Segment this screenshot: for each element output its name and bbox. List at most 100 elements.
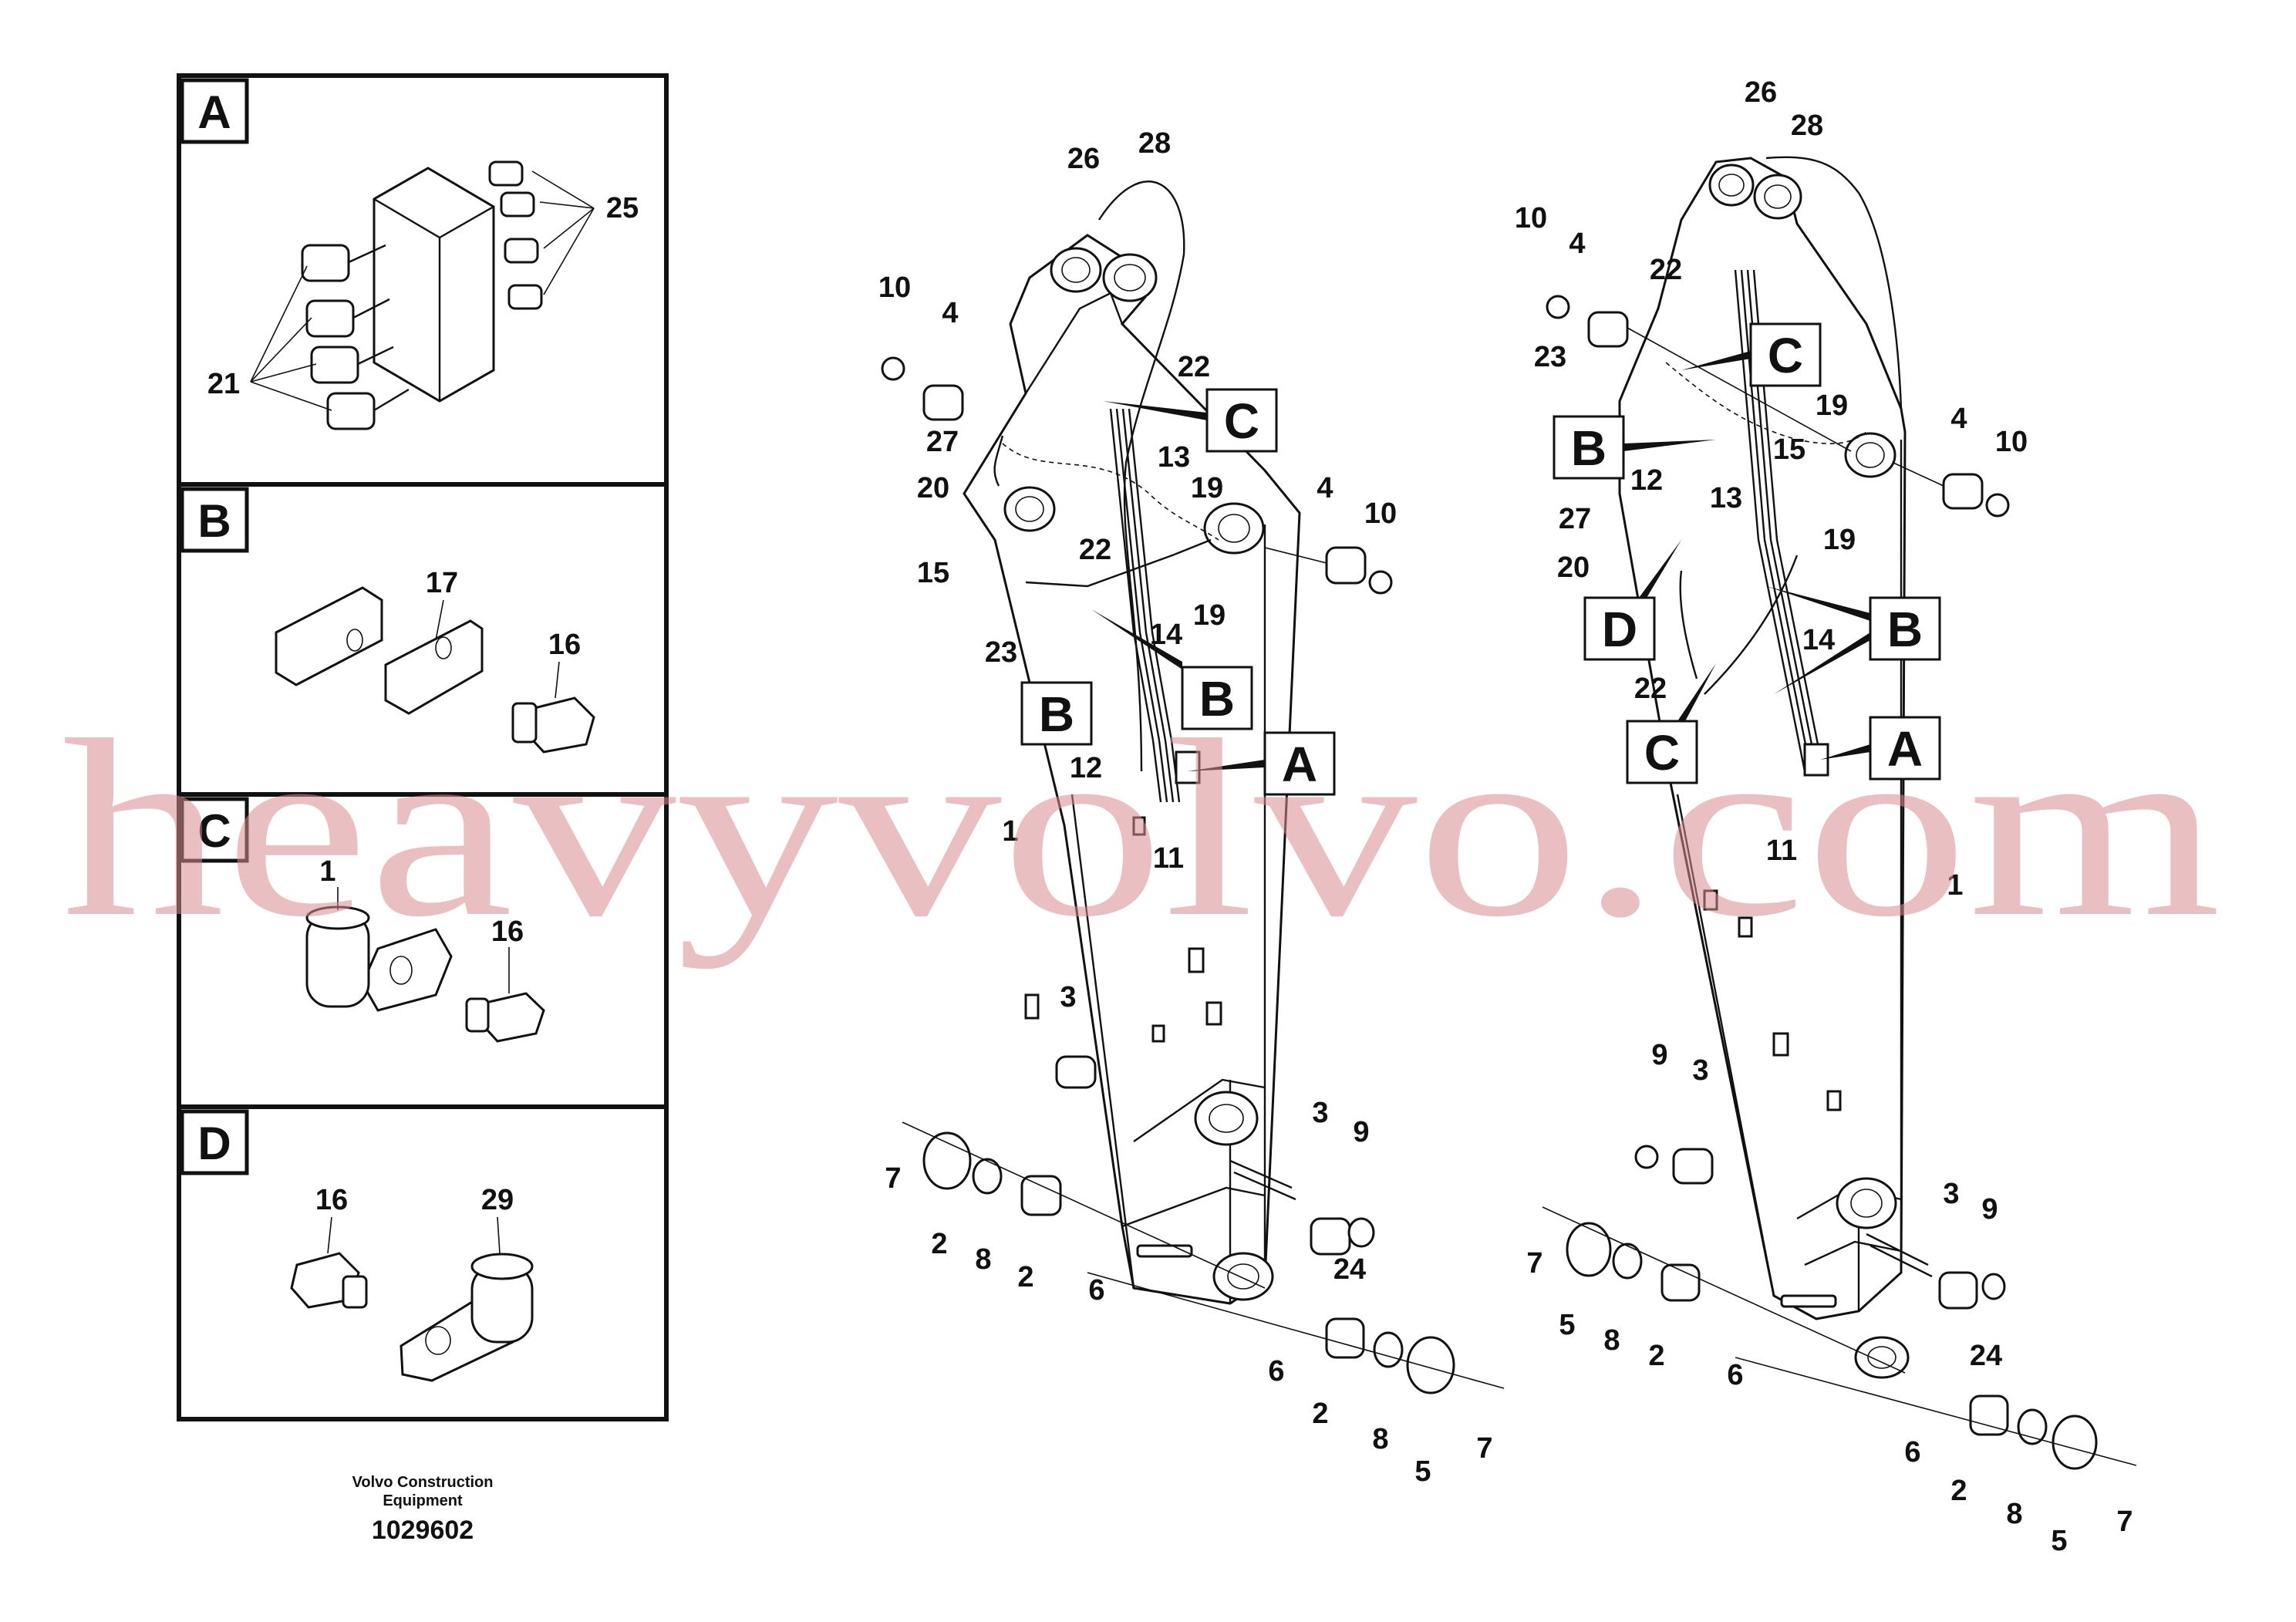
clip-drawing [305,905,545,1043]
callout-5: 5 [2051,1525,2067,1557]
callout-11: 11 [1766,835,1797,867]
callout-7: 7 [1526,1247,1542,1280]
right-arm-assembly: C B D B C A 26 28 10 4 22 23 19 [1515,76,2137,1557]
left-arm-body [963,234,1301,1305]
callout-1: 1 [319,855,335,888]
callout-6: 6 [1904,1436,1920,1469]
callout-10: 10 [878,271,911,304]
callout-7: 7 [2116,1506,2132,1538]
callout-5: 5 [1414,1455,1431,1488]
callout-16: 16 [548,629,581,661]
callout-3: 3 [1060,981,1076,1013]
callout-13: 13 [1158,441,1190,474]
left-arm-letter-tags: C B B A [1020,388,1336,796]
callout-3: 3 [1692,1054,1708,1087]
callout-24: 24 [1970,1340,2002,1372]
callout-19: 19 [1816,389,1848,422]
callout-25: 25 [606,192,639,224]
detail-panel-b: B 17 16 [180,487,595,754]
callout-20: 20 [1557,551,1590,584]
callout-22: 22 [1178,351,1210,383]
panel-letter-d: D [197,1118,231,1169]
drawing-number: 1029602 [372,1516,474,1545]
callout-1: 1 [1002,815,1018,848]
callout-6: 6 [1727,1359,1743,1391]
left-arm-loose-parts [881,356,1505,1394]
callout-4: 4 [1317,472,1333,504]
right-arm-body [1618,157,1933,1379]
left-arm-callouts: 26 28 10 4 22 27 13 20 19 15 22 23 14 19… [878,127,1493,1488]
drawing-caption: Volvo Construction Equipment 1029602 [352,1474,494,1545]
right-tag-c2: C [1644,725,1680,781]
watermark-text: heavyvolvo.com [62,688,2221,969]
right-tag-b1: B [1571,420,1607,476]
callout-29: 29 [481,1184,514,1216]
callout-19: 19 [1193,599,1226,632]
pipe-clamp-drawing [290,1252,534,1382]
manifold-block-drawing [301,160,543,430]
callout-2: 2 [1017,1261,1033,1293]
callout-9: 9 [1353,1116,1369,1148]
callout-8: 8 [975,1243,991,1276]
callout-10: 10 [1364,497,1397,530]
detail-panel-c: C 1 16 [180,797,545,1043]
callout-12: 12 [1070,752,1102,784]
callout-24: 24 [1333,1253,1366,1286]
callout-21: 21 [207,368,240,400]
panel-letter-b: B [197,495,231,547]
callout-4: 4 [942,297,958,329]
right-arm-callouts: 26 28 10 4 22 23 19 15 12 13 4 10 19 27 … [1515,76,2133,1557]
detail-panels: A [177,73,669,1545]
callout-12: 12 [1630,464,1663,497]
callout-28: 28 [1791,110,1823,142]
callout-11: 11 [1153,842,1184,875]
left-arm-assembly: C B B A 26 28 10 4 22 27 13 20 19 15 22 … [878,127,1505,1488]
left-tag-b2: B [1199,671,1235,727]
callout-16: 16 [491,916,524,948]
callout-13: 13 [1710,482,1742,514]
right-tag-b2: B [1887,602,1923,657]
callout-27: 27 [1559,503,1591,535]
callout-9: 9 [1981,1193,1998,1226]
detail-panel-a: A [180,78,639,430]
callout-10: 10 [1515,202,1547,234]
detail-panel-d: D 16 29 [180,1109,534,1382]
callout-15: 15 [1773,433,1805,466]
callout-4: 4 [1569,228,1585,260]
callout-9: 9 [1651,1039,1667,1071]
right-arm-hoses [1665,156,1903,777]
callout-22: 22 [1079,534,1111,566]
caption-line-1: Volvo Construction [352,1474,494,1491]
left-tag-a: A [1282,737,1317,792]
callout-2: 2 [1312,1398,1328,1430]
callout-22: 22 [1634,673,1667,705]
callout-6: 6 [1268,1355,1284,1388]
callout-1: 1 [1947,869,1963,902]
right-tag-c1: C [1768,328,1803,383]
callout-17: 17 [426,567,458,599]
callout-23: 23 [985,636,1017,669]
callout-3: 3 [1943,1178,1959,1210]
callout-27: 27 [926,426,959,458]
callout-5: 5 [1559,1309,1575,1341]
callout-26: 26 [1745,76,1777,109]
callout-4: 4 [1950,403,1967,435]
callout-19: 19 [1191,472,1223,504]
callout-leaders-panel-a [250,170,595,411]
left-arm-hoses [993,180,1219,803]
panel-letter-a: A [197,86,231,138]
callout-2: 2 [1950,1475,1967,1507]
clamp-bracket-drawing [275,586,595,754]
callout-16: 16 [315,1184,348,1216]
callout-14: 14 [1150,619,1182,651]
left-tag-b1: B [1039,686,1074,742]
caption-line-2: Equipment [383,1492,463,1509]
callout-7: 7 [1476,1432,1492,1465]
right-tag-a: A [1887,721,1923,777]
callout-2: 2 [931,1228,947,1260]
callout-8: 8 [2006,1498,2022,1530]
callout-20: 20 [917,472,949,504]
callout-26: 26 [1067,143,1100,175]
callout-8: 8 [1603,1324,1620,1357]
callout-19: 19 [1823,524,1856,556]
